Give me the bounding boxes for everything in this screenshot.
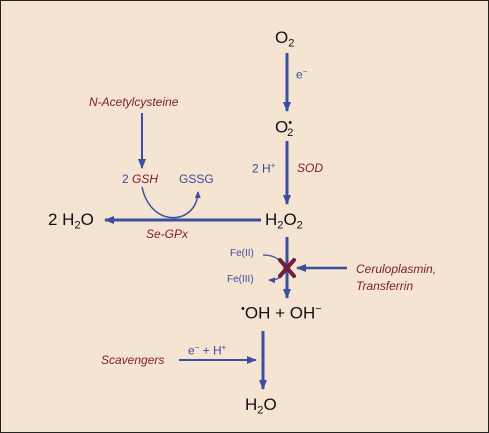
label-fe2: Fe(II) (230, 248, 254, 259)
label-reductants: e− + H+ (188, 343, 227, 358)
label-transferrin: Transferrin (356, 279, 414, 293)
label-fe3: Fe(III) (227, 274, 254, 285)
label-gssg: GSSG (179, 172, 214, 186)
label-electron: e− (296, 67, 308, 82)
block-x-mark (278, 258, 296, 278)
node-h2o: H2O (245, 395, 277, 417)
label-scavengers: Scavengers (101, 353, 165, 367)
label-ceruloplasmin: Ceruloplasmin, (356, 262, 437, 276)
node-h2o2: H2O2 (265, 210, 303, 232)
label-protons: 2 H+ (252, 161, 276, 176)
node-superoxide: O•2 (275, 117, 294, 139)
label-se-gpx: Se-GPx (146, 227, 189, 241)
node-hydroxyl: •OH + OH− (241, 303, 322, 323)
label-gsh: 2 GSH (122, 172, 159, 186)
node-two-h2o: 2 H2O (48, 210, 94, 232)
label-n-acetylcysteine: N-Acetylcysteine (89, 95, 179, 109)
arrow-fe-cycle (262, 254, 285, 284)
label-sod: SOD (297, 161, 324, 175)
node-o2: O2 (275, 28, 295, 50)
arrow-gsh-to-gssg (141, 186, 201, 219)
